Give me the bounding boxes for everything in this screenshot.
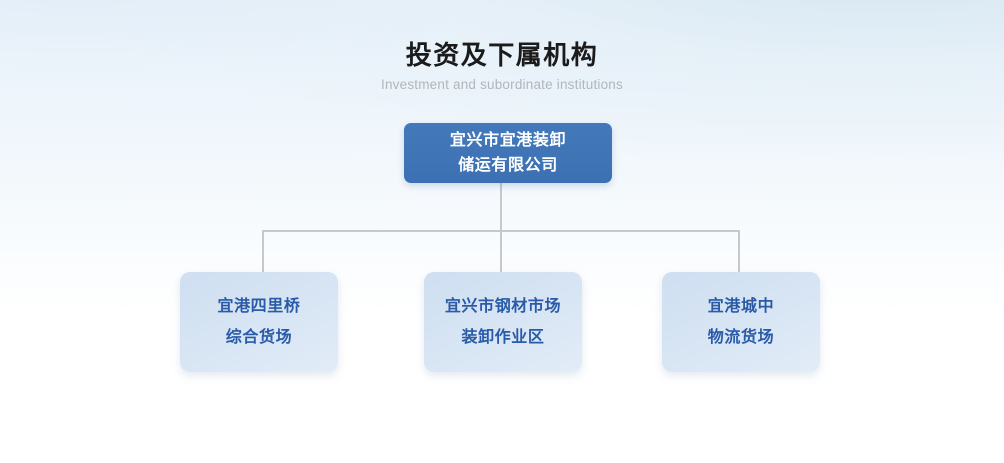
org-node-root-line-1: 宜兴市宜港装卸 (449, 132, 567, 149)
org-node-child-3-line-2: 物流货场 (707, 329, 775, 346)
org-node-root-text: 宜兴市宜港装卸 储运有限公司 (450, 128, 566, 178)
org-node-root-line-2: 储运有限公司 (458, 157, 558, 174)
org-node-child-3[interactable]: 宜港城中 物流货场 (662, 272, 820, 372)
connector-drop-child-3 (738, 230, 740, 274)
connector-trunk-root (500, 180, 502, 232)
org-node-child-1[interactable]: 宜港四里桥 综合货场 (180, 272, 338, 372)
org-node-child-1-text: 宜港四里桥 综合货场 (217, 291, 300, 353)
connector-drop-child-1 (262, 230, 264, 274)
org-node-child-2-text: 宜兴市钢材市场 装卸作业区 (445, 291, 561, 353)
org-node-root[interactable]: 宜兴市宜港装卸 储运有限公司 (404, 123, 612, 183)
connector-drop-child-2 (500, 230, 502, 274)
org-node-child-3-line-1: 宜港城中 (707, 298, 775, 315)
connector-horizontal-bus (262, 230, 740, 232)
page-subtitle: Investment and subordinate institutions (381, 77, 623, 92)
org-node-child-2-line-1: 宜兴市钢材市场 (444, 298, 562, 315)
org-node-child-1-line-2: 综合货场 (225, 329, 293, 346)
org-node-child-2-line-2: 装卸作业区 (461, 329, 545, 346)
page-header: 投资及下属机构 Investment and subordinate insti… (0, 38, 1004, 94)
page-title: 投资及下属机构 (405, 40, 599, 70)
org-node-child-2[interactable]: 宜兴市钢材市场 装卸作业区 (424, 272, 582, 372)
org-node-child-1-line-1: 宜港四里桥 (217, 298, 301, 315)
org-node-child-3-text: 宜港城中 物流货场 (708, 291, 774, 353)
